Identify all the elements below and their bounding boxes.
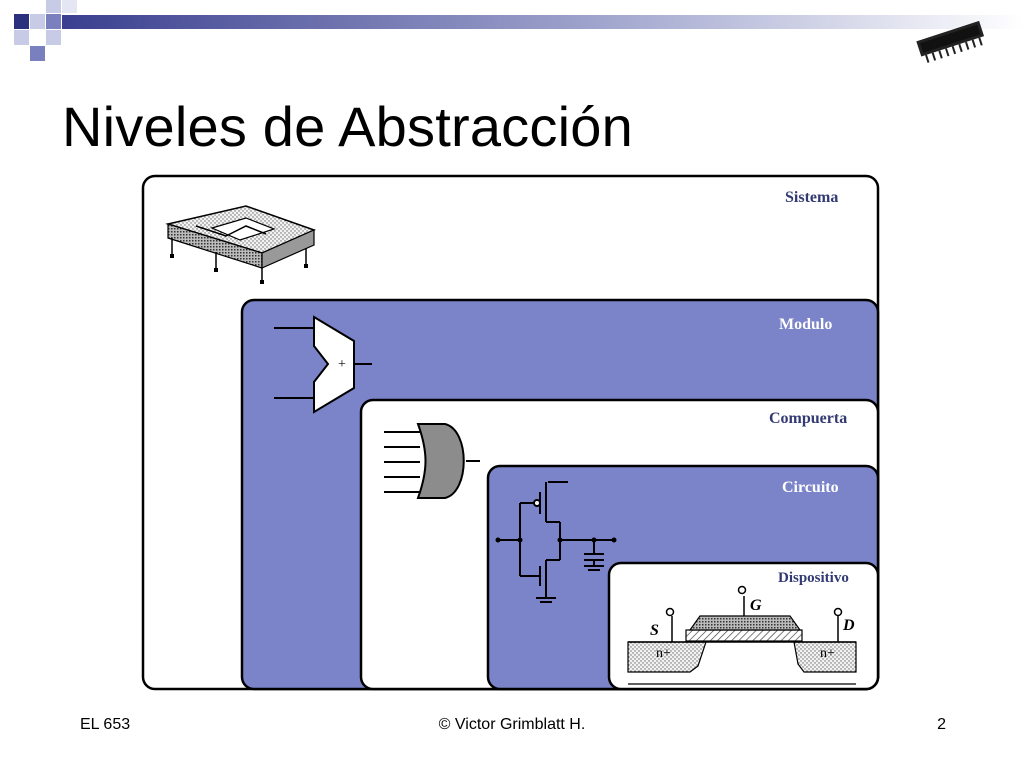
adder-module-symbol [274, 315, 372, 414]
level-label-dispositivo: Dispositivo [778, 570, 849, 586]
header-gradient-bar [62, 15, 1024, 29]
header-decoration [14, 0, 1024, 61]
circuit-nodes [495, 537, 617, 543]
logic-gate-symbol [384, 423, 480, 499]
header-checker-squares [14, 0, 77, 61]
footer-course-code: EL 653 [80, 716, 131, 733]
footer-copyright: © Victor Grimblatt H. [438, 716, 586, 733]
transistor-circuit-schematic [498, 481, 614, 603]
drain-terminal-label: D [843, 617, 855, 634]
pcb-board-illustration [165, 205, 317, 284]
level-label-sistema: Sistema [785, 189, 839, 206]
ic-chip-icon [916, 20, 985, 63]
mosfet-cross-section [627, 585, 857, 685]
level-label-circuito: Circuito [782, 479, 839, 496]
adder-plus-symbol: + [338, 357, 346, 372]
drain-region-label: n+ [820, 646, 835, 661]
source-region-label: n+ [656, 646, 671, 661]
gate-terminal-label: G [750, 597, 762, 614]
level-label-compuerta: Compuerta [769, 410, 848, 427]
source-terminal-label: S [650, 622, 659, 639]
slide-title: Niveles de Abstracción [62, 95, 633, 158]
level-label-modulo: Modulo [779, 316, 833, 333]
footer-page-number: 2 [937, 716, 946, 733]
